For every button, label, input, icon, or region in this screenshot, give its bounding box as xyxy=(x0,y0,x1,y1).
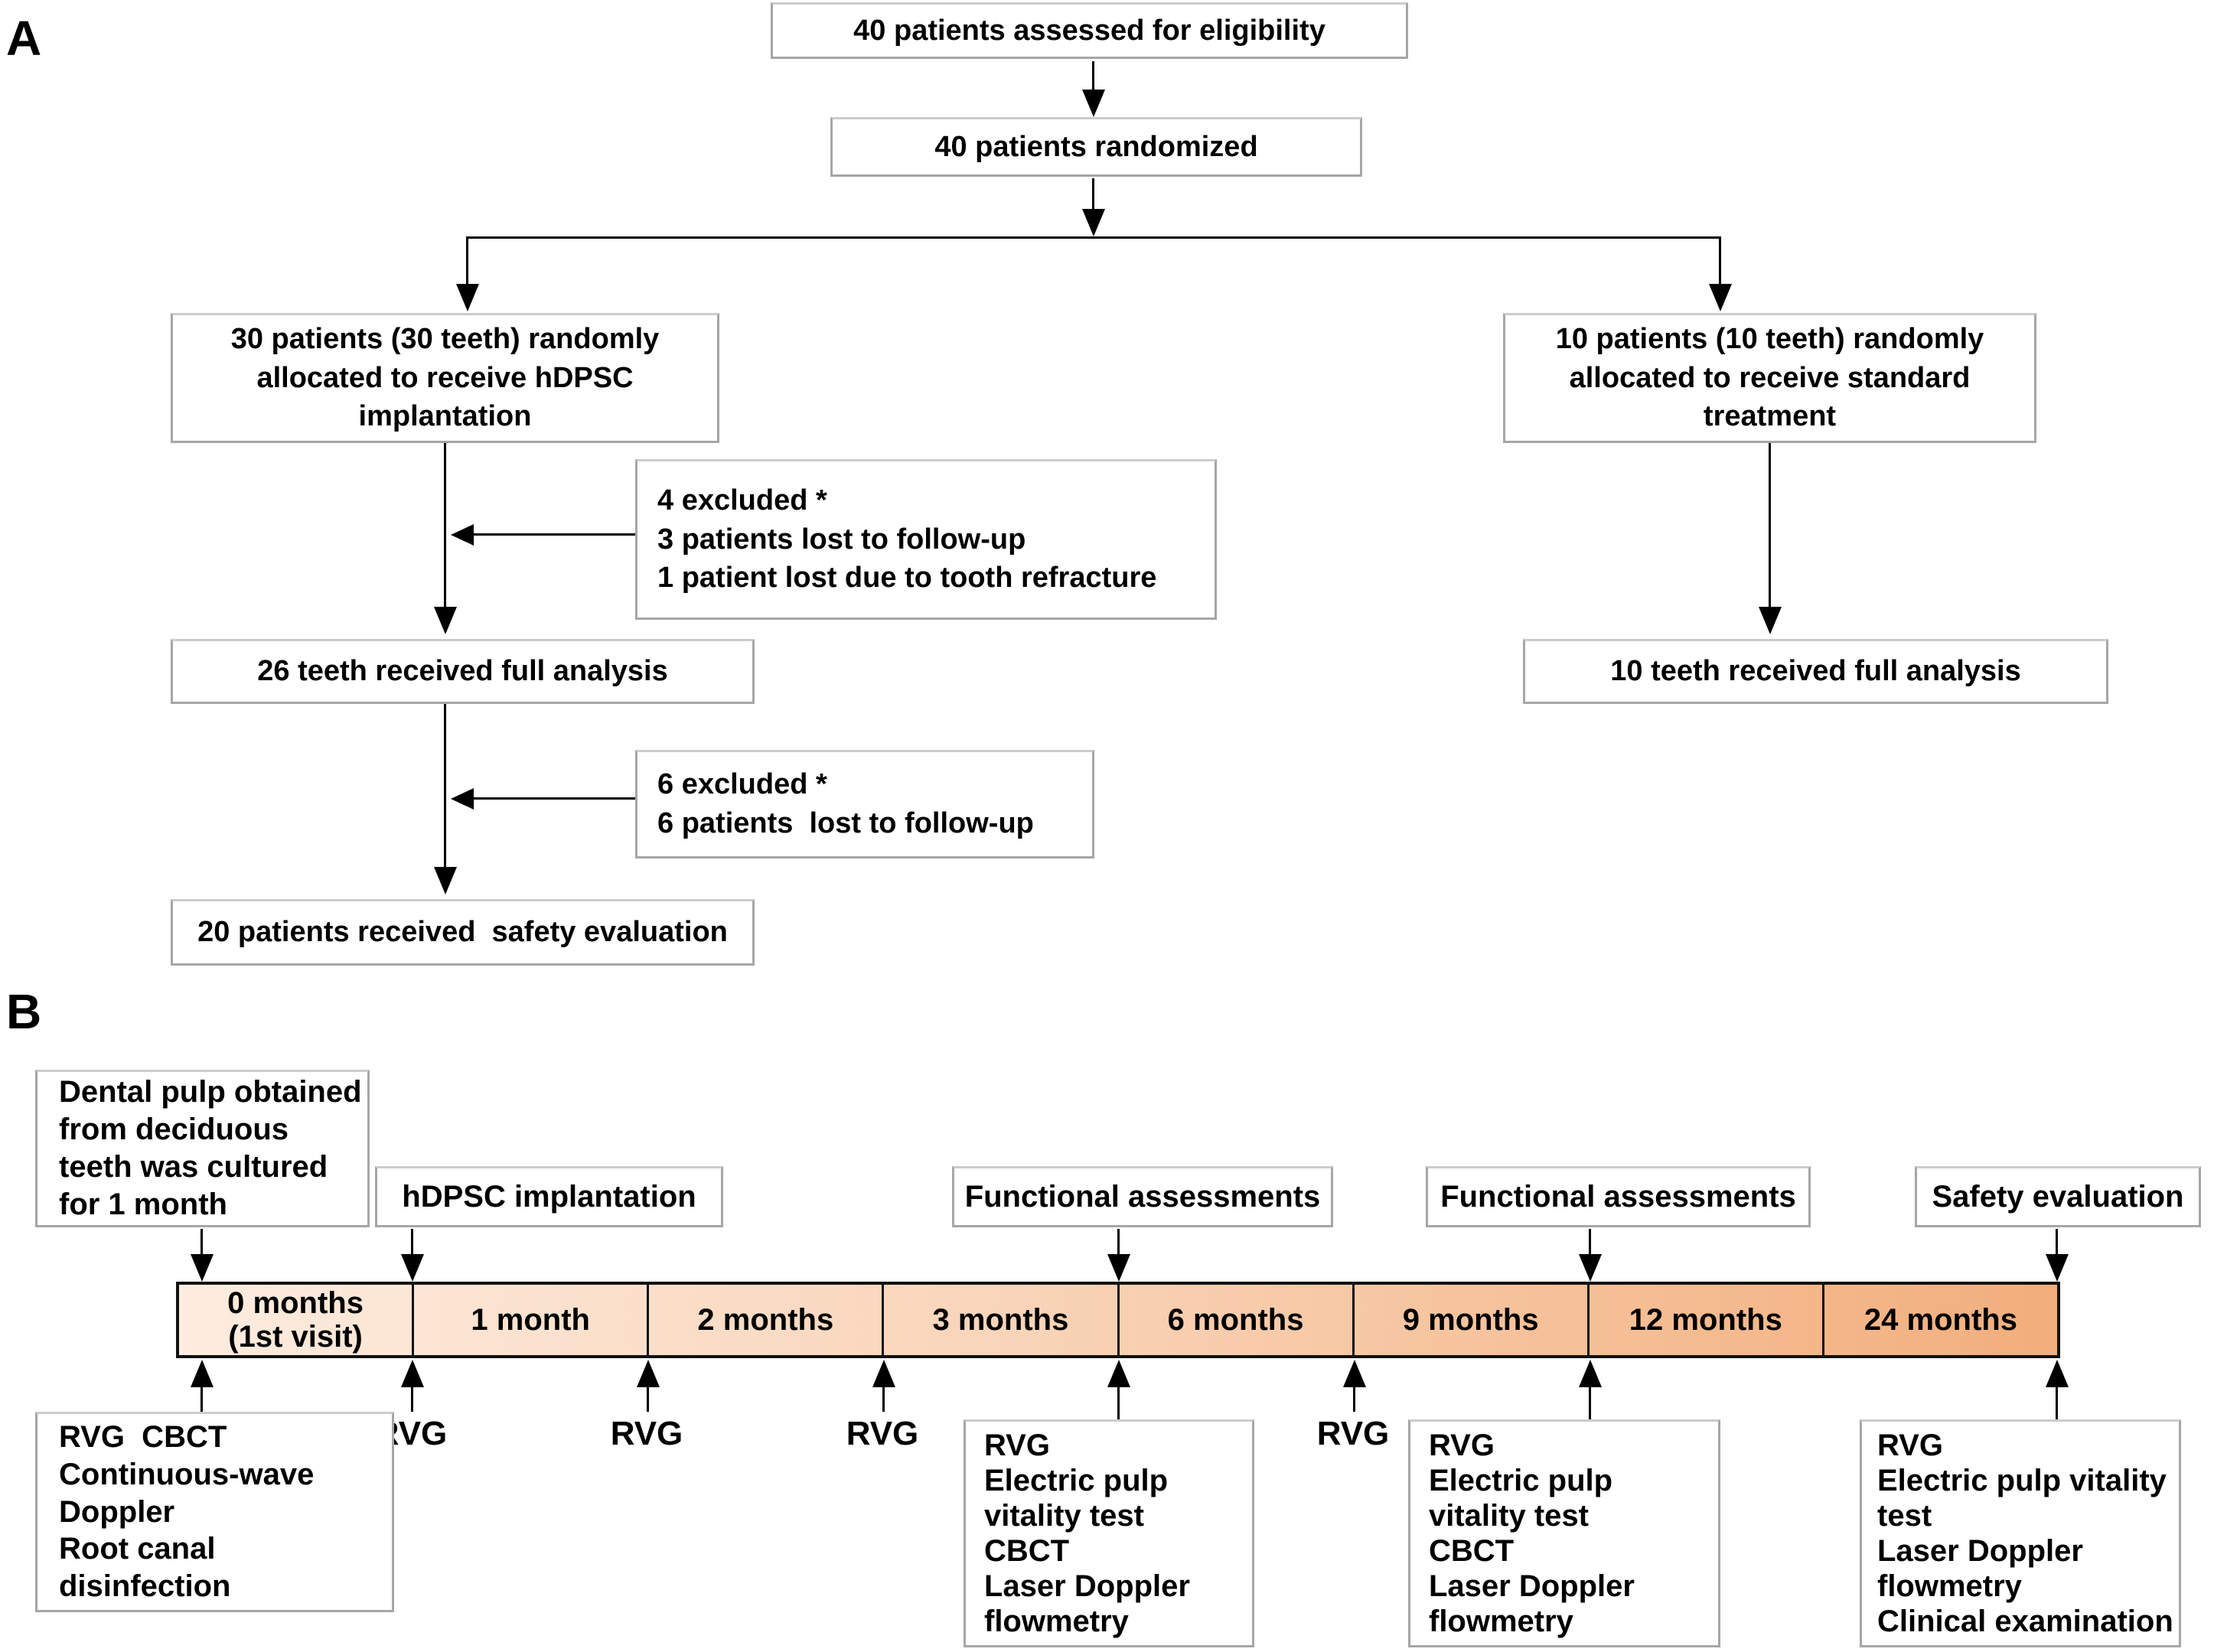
panel-a-label: A xyxy=(6,11,42,66)
box-full-analysis-hdpsc: 26 teeth received full analysis xyxy=(171,639,755,704)
box-assessed-for-eligibility: 40 patients assessed for eligibility xyxy=(771,2,1408,59)
box-excluded-second: 6 excluded * 6 patients lost to follow-u… xyxy=(635,750,1094,859)
rvg-label-2months: RVG xyxy=(610,1415,683,1452)
timeline-segment-12months: 12 months xyxy=(1586,1285,1822,1355)
connector-excluded-second-branch xyxy=(474,797,635,800)
box-hdpsc-implantation: hDPSC implantation xyxy=(375,1166,723,1227)
connector-assessed-to-randomized xyxy=(1092,61,1094,90)
timeline-bar: 0 months (1st visit) 1 month 2 months 3 … xyxy=(176,1282,2060,1358)
timeline-segment-0months: 0 months (1st visit) xyxy=(227,1286,364,1354)
connector-rvg1-to-timeline xyxy=(411,1387,413,1412)
connector-assessment9mo-to-timeline xyxy=(1589,1387,1591,1419)
connector-functional2-to-timeline xyxy=(1589,1229,1591,1254)
connector-rvg3-to-timeline xyxy=(882,1387,885,1412)
box-assessments-3mo: RVG Electric pulp vitality test CBCT Las… xyxy=(964,1419,1254,1647)
box-safety-evaluation-event: Safety evaluation xyxy=(1915,1166,2201,1227)
connector-implantation-to-timeline xyxy=(411,1229,413,1254)
box-full-analysis-standard: 10 teeth received full analysis xyxy=(1523,639,2108,704)
box-allocated-standard: 10 patients (10 teeth) randomly allocate… xyxy=(1503,313,2036,443)
timeline-segment-9months: 9 months xyxy=(1352,1285,1587,1355)
connector-excluded-first-branch xyxy=(474,533,635,536)
timeline-segment-24months: 24 months xyxy=(1821,1285,2057,1355)
connector-rvg2-to-timeline xyxy=(647,1387,649,1412)
connector-baseline-box-to-timeline xyxy=(201,1387,203,1412)
split-line xyxy=(466,236,1721,239)
box-assessments-24mo: RVG Electric pulp vitality test Laser Do… xyxy=(1860,1419,2181,1647)
box-randomized: 40 patients randomized xyxy=(830,117,1362,177)
connector-rvg4-to-timeline xyxy=(1353,1387,1355,1412)
box-functional-assessments-1: Functional assessments xyxy=(952,1166,1333,1227)
connector-full-analysis-to-safety xyxy=(444,704,446,867)
connector-split-to-standard-arm xyxy=(1719,239,1721,284)
rvg-label-6months: RVG xyxy=(1316,1415,1390,1452)
timeline-segment-2months: 2 months xyxy=(647,1285,882,1355)
box-allocated-hdpsc: 30 patients (30 teeth) randomly allocate… xyxy=(171,313,719,443)
box-assessments-9mo: RVG Electric pulp vitality test CBCT Las… xyxy=(1408,1419,1720,1647)
box-dental-pulp-culture: Dental pulp obtained from deciduous teet… xyxy=(35,1070,370,1227)
box-functional-assessments-2: Functional assessments xyxy=(1426,1166,1811,1227)
connector-hdpsc-to-full-analysis xyxy=(444,443,446,607)
timeline-segment-6months: 6 months xyxy=(1117,1285,1352,1355)
box-safety-evaluation-count: 20 patients received safety evaluation xyxy=(171,899,755,966)
connector-culture-to-timeline xyxy=(201,1229,203,1254)
connector-functional1-to-timeline xyxy=(1117,1229,1120,1254)
connector-safety-to-timeline xyxy=(2056,1229,2058,1254)
timeline-segment-1month: 1 month xyxy=(412,1285,647,1355)
connector-standard-to-full-analysis xyxy=(1769,443,1771,607)
timeline-segment-3months: 3 months xyxy=(882,1285,1117,1355)
box-baseline-assessments: RVG CBCT Continuous-wave Doppler Root ca… xyxy=(35,1412,394,1612)
panel-b-label: B xyxy=(6,984,42,1039)
connector-split-to-hdpsc-arm xyxy=(466,239,468,284)
connector-assessment3mo-to-timeline xyxy=(1117,1387,1120,1419)
box-excluded-first: 4 excluded * 3 patients lost to follow-u… xyxy=(635,459,1217,620)
rvg-label-3months: RVG xyxy=(846,1415,919,1452)
connector-assessment24mo-to-timeline xyxy=(2056,1387,2058,1419)
connector-randomized-to-split xyxy=(1092,178,1094,209)
